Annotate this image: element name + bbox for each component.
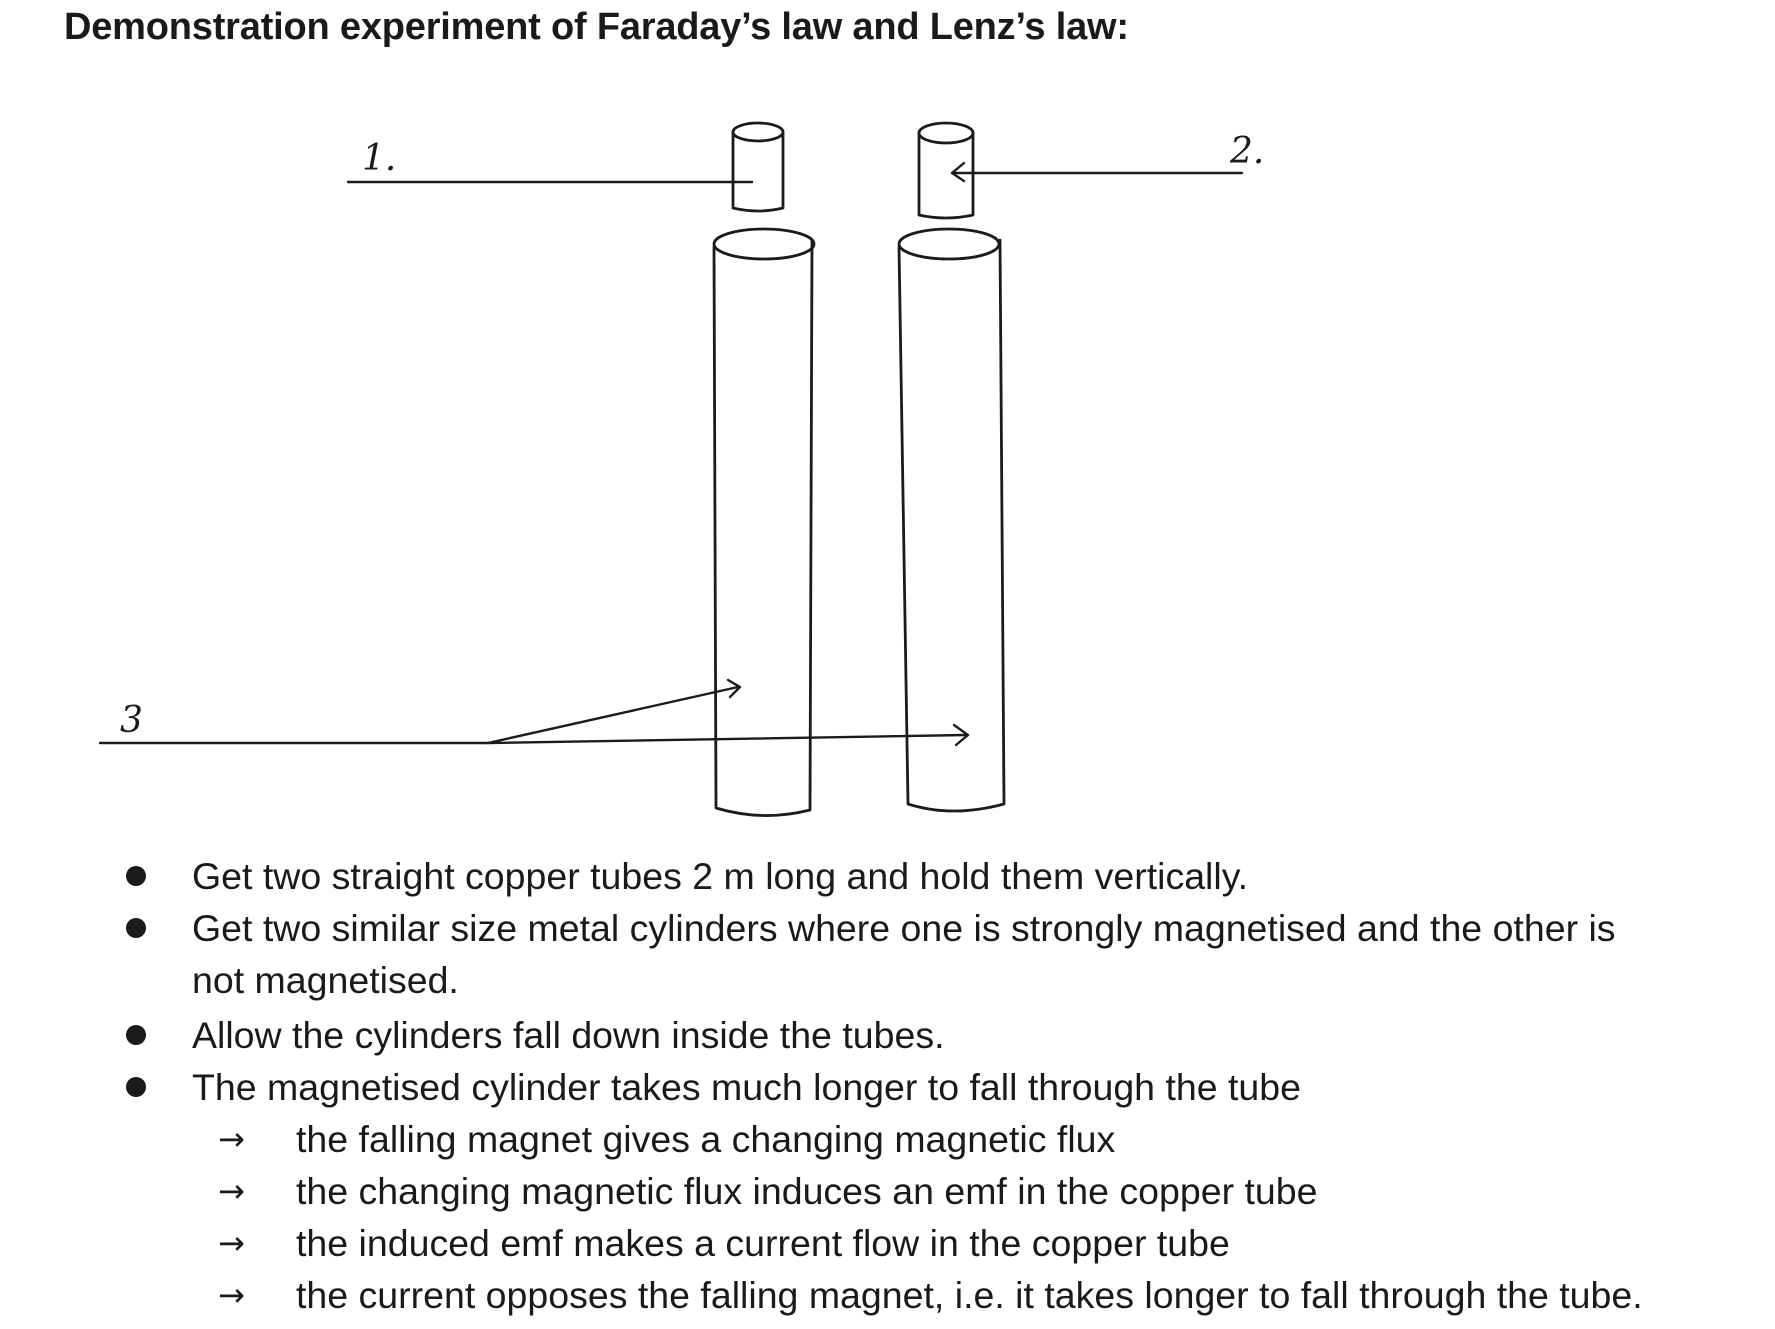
label-1: 1. (362, 138, 396, 179)
list-item: Get two similar size metal cylinders whe… (0, 902, 1775, 954)
bullet-dot-icon (126, 1025, 146, 1045)
sub-list-item: → the induced emf makes a current flow i… (0, 1217, 1775, 1269)
bullet-text: not magnetised. (192, 959, 459, 1001)
label-2-pointer (950, 161, 1244, 183)
label-3-pointer (98, 678, 970, 747)
sub-point-text: the current opposes the falling magnet, … (296, 1274, 1643, 1316)
bullet-text: Allow the cylinders fall down inside the… (192, 1014, 945, 1056)
page-title: Demonstration experiment of Faraday’s la… (64, 6, 1129, 48)
bullet-dot-icon (126, 866, 146, 886)
bullet-text: Get two similar size metal cylinders whe… (192, 907, 1616, 949)
sub-point-text: the changing magnetic flux induces an em… (296, 1170, 1318, 1212)
label-3: 3 (120, 700, 143, 741)
bullet-text: The magnetised cylinder takes much longe… (192, 1066, 1301, 1108)
list-item: The magnetised cylinder takes much longe… (0, 1061, 1775, 1113)
right-arrow-icon: → (218, 1224, 245, 1262)
right-arrow-icon: → (218, 1120, 245, 1158)
right-arrow-icon: → (218, 1276, 245, 1314)
list-item: Get two straight copper tubes 2 m long a… (0, 850, 1775, 902)
cylinder-1 (731, 121, 785, 213)
bullet-dot-icon (126, 1077, 146, 1097)
experiment-diagram: 1. 2. 3 (98, 121, 1264, 817)
sub-point-text: the induced emf makes a current flow in … (296, 1222, 1230, 1264)
bullet-text: Get two straight copper tubes 2 m long a… (192, 855, 1249, 897)
list-item: Allow the cylinders fall down inside the… (0, 1009, 1775, 1061)
label-2: 2. (1229, 131, 1264, 172)
bullet-dot-icon (126, 918, 146, 938)
sub-list-item: → the current opposes the falling magnet… (0, 1269, 1775, 1321)
sub-point-text: the falling magnet gives a changing magn… (296, 1118, 1116, 1160)
copper-tube-right (897, 227, 1006, 813)
sub-list-item: → the changing magnetic flux induces an … (0, 1165, 1775, 1217)
cylinder-2 (917, 121, 975, 220)
right-arrow-icon: → (218, 1172, 245, 1210)
copper-tube-left (712, 227, 816, 817)
list-item-continuation: not magnetised. (0, 954, 1775, 1006)
sub-list-item: → the falling magnet gives a changing ma… (0, 1113, 1775, 1165)
